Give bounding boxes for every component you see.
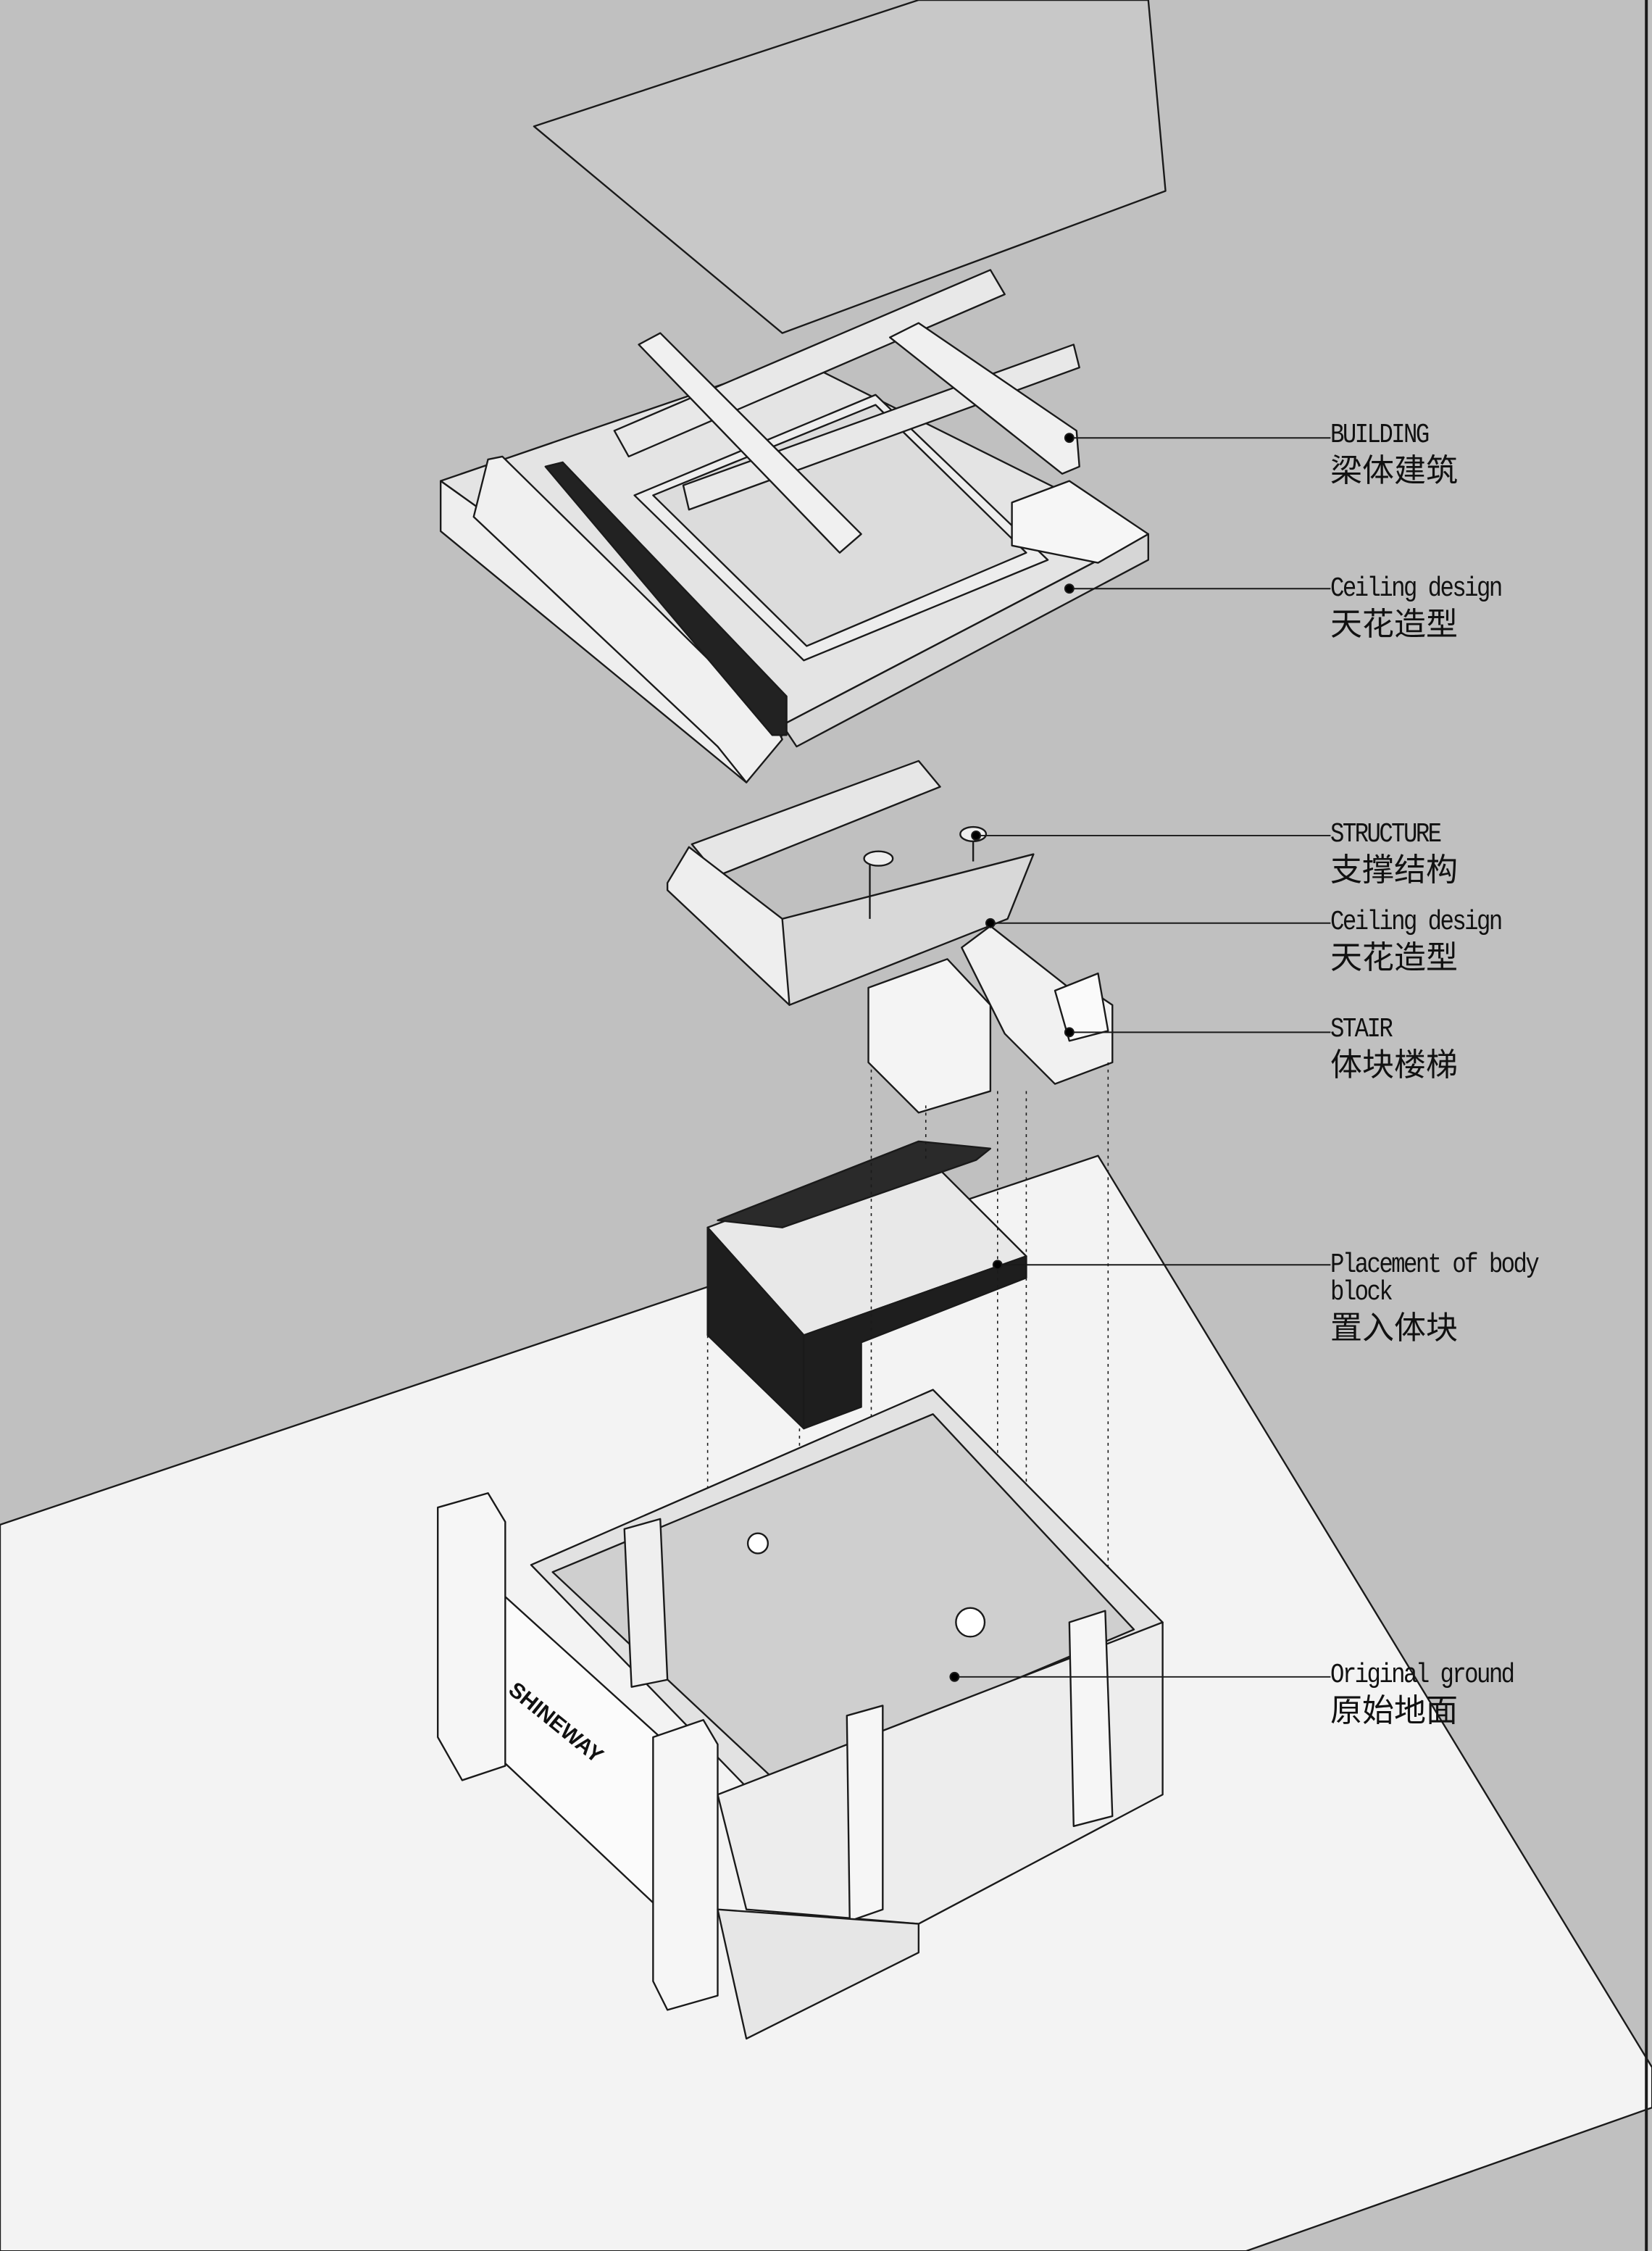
label-placement-body-block: Placement of body block 置入体块 — [1330, 1252, 1652, 1344]
label-zh: 原始地面 — [1330, 1692, 1458, 1729]
roof-plane — [533, 0, 1167, 334]
label-en: Ceiling design — [1330, 573, 1503, 604]
label-building: BUILDING 梁体建筑 — [1330, 422, 1458, 487]
label-structure: STRUCTURE 支撑结构 — [1330, 821, 1459, 886]
ceiling-beam-layer — [439, 269, 1149, 783]
label-en: Placement of body block — [1330, 1249, 1540, 1308]
label-stair: STAIR 体块楼梯 — [1330, 1016, 1458, 1081]
label-zh: 天花造型 — [1330, 939, 1458, 976]
label-ceiling-design-upper: Ceiling design 天花造型 — [1330, 575, 1531, 641]
label-zh: 体块楼梯 — [1330, 1047, 1458, 1083]
label-en: Ceiling design — [1330, 907, 1503, 938]
structure-layer — [666, 760, 1114, 1114]
leader-lines — [949, 433, 1331, 1682]
label-en: BUILDING — [1330, 420, 1430, 451]
label-zh: 置入体块 — [1330, 1310, 1458, 1347]
label-en: STRUCTURE — [1330, 819, 1442, 850]
label-en: Original ground — [1330, 1660, 1515, 1691]
ground-room — [437, 1389, 1164, 2040]
label-zh: 天花造型 — [1330, 606, 1458, 643]
label-ceiling-design-lower: Ceiling design 天花造型 — [1330, 909, 1531, 974]
label-zh: 梁体建筑 — [1330, 452, 1458, 489]
label-original-ground: Original ground 原始地面 — [1330, 1662, 1545, 1727]
label-zh: 支撑结构 — [1330, 852, 1458, 889]
label-en: STAIR — [1330, 1014, 1393, 1045]
body-block — [706, 1140, 1027, 1430]
